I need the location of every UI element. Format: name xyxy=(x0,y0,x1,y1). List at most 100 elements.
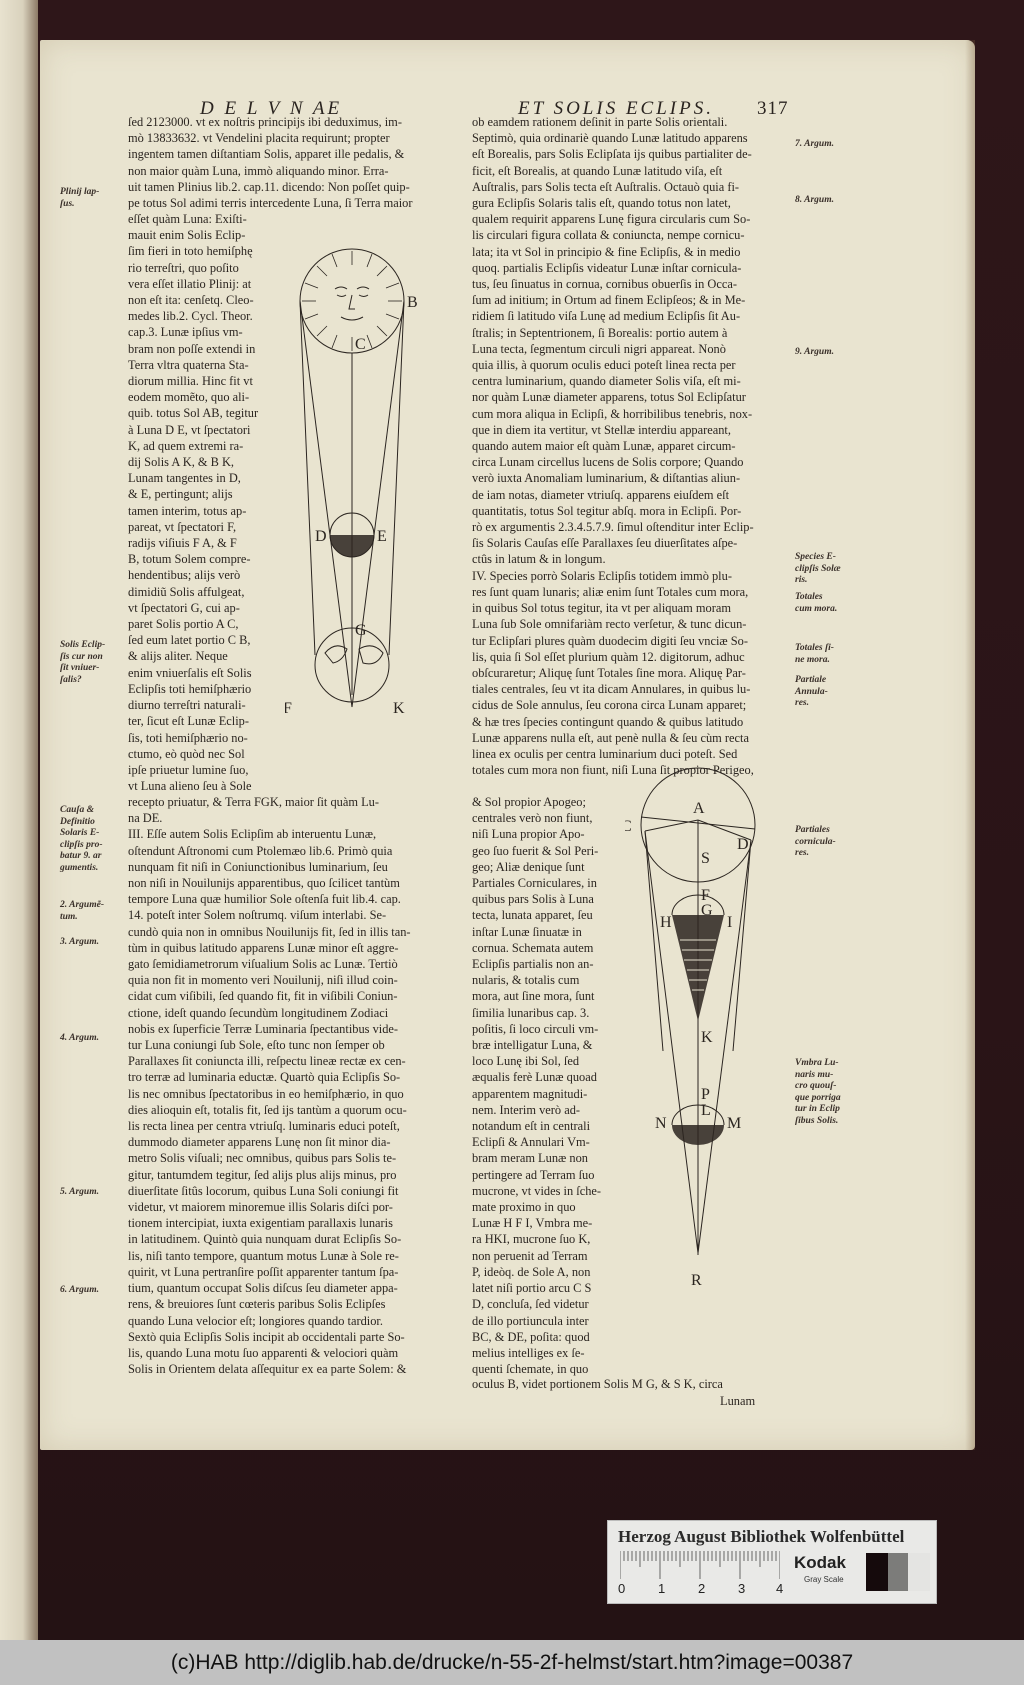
text-line: ficit, eſt Borealis, at quando Lunæ lati… xyxy=(472,163,723,178)
text-line: tempore Luna quæ humilior Sole oſtenſa f… xyxy=(128,892,401,907)
text-line: poſitis, ſi loco circuli vm- xyxy=(472,1021,599,1036)
text-line: 14. poteſt inter Solem noſtrumq. viſum i… xyxy=(128,908,387,923)
text-line: gura Eclipſis Solaris talis eſt, quando … xyxy=(472,196,731,211)
svg-text:P: P xyxy=(701,1086,710,1103)
text-line: & hæ tres ſpecies contingunt quando & qu… xyxy=(472,714,744,729)
kodak-logo: Kodak xyxy=(794,1553,846,1572)
svg-text:G: G xyxy=(355,622,367,639)
right-column-narrow-text: & Sol propior Apogeo;centrales verò non … xyxy=(472,794,622,1377)
text-line: D, concluſa, ſed videtur xyxy=(472,1297,589,1312)
text-line: ſimilia lunaribus cap. 3. xyxy=(472,1005,590,1020)
text-line: gitur, tantumdem tegitur, ſed alijs plus… xyxy=(128,1167,397,1182)
text-line: centrales verò non fiunt, xyxy=(472,811,593,826)
text-line: rio terreſtri, quo poſito xyxy=(128,260,239,275)
right-column-top-text: ob eamdem rationem deſinit in parte Soli… xyxy=(472,114,790,778)
text-line: uit tamen Plinius lib.2. cap.11. dicendo… xyxy=(128,179,410,194)
svg-text:F: F xyxy=(285,700,292,717)
text-line: tium, quantum occupat Solis diſcus ſeu d… xyxy=(128,1281,398,1296)
text-line: quenti ſchemate, in quo xyxy=(472,1362,589,1377)
text-line: ſim fieri in toto hemiſphę xyxy=(128,244,253,259)
text-line: lis, niſi tanto tempore, quantum motus L… xyxy=(128,1248,399,1263)
margin-note: 2. Argumẽ- tum. xyxy=(60,900,104,922)
text-line: Luna tecta, ſegmentum circuli nigri appa… xyxy=(472,341,726,356)
svg-text:C: C xyxy=(355,336,366,353)
svg-text:R: R xyxy=(691,1272,702,1289)
text-line: rò ex argumentis 2.3.4.5.7.9. ſimul oſte… xyxy=(472,520,754,535)
text-line: rens, & breuiores ſunt cœteris paribus S… xyxy=(128,1297,386,1312)
text-line: apparentem magnitudi- xyxy=(472,1086,588,1101)
text-line: IV. Species porrò Solaris Eclipſis totid… xyxy=(472,568,732,583)
margin-note: 9. Argum. xyxy=(795,347,834,357)
text-line: Lunæ apparens nulla eſt, aut penè nulla … xyxy=(472,730,749,745)
text-line: notandum eſt in centrali xyxy=(472,1119,591,1134)
page-number: 317 xyxy=(757,98,789,119)
ruler-scale xyxy=(620,1551,780,1579)
text-line: Solis in Orientem delata aſſequitur ex e… xyxy=(128,1362,407,1377)
margin-note: Totales cum mora. xyxy=(795,592,838,614)
margin-note: 3. Argum. xyxy=(60,937,99,947)
copyright-footer: (c)HAB http://diglib.hab.de/drucke/n-55-… xyxy=(0,1640,1024,1685)
margin-note: 7. Argum. xyxy=(795,139,834,149)
text-line: Auſtralis, pars Solis tecta eſt Auſtrali… xyxy=(472,179,740,194)
text-line: centra luminarium, quando diameter Solis… xyxy=(472,374,741,389)
text-line: quirit, vt Luna pertranſire poſſit appar… xyxy=(128,1264,399,1279)
text-line: quia non fit in momento veri Nouilunij, … xyxy=(128,973,398,988)
text-line: à Luna D E, vt ſpectatori xyxy=(128,422,251,437)
text-line: ſed 2123000. vt ex noſtris principijs ib… xyxy=(128,115,402,129)
text-line: dimidiũ Solis affulgeat, xyxy=(128,584,245,599)
left-column-narrow-text: eſſet quàm Luna: Exiſti-mauit enim Solis… xyxy=(128,211,288,794)
margin-note: Partiales cornicula- res. xyxy=(795,825,836,858)
text-line: vera eſſet illatio Plinij: at xyxy=(128,276,252,291)
text-line: cundò quia non in omnibus Nouilunijs fit… xyxy=(128,924,411,939)
svg-text:B: B xyxy=(407,294,418,311)
text-line: lata; ita vt Sol in principio & fine Ecl… xyxy=(472,244,741,259)
margin-note: 6. Argum. xyxy=(60,1285,99,1295)
text-line: Eclipſis toti hemiſphærio xyxy=(128,681,252,696)
text-line: dij Solis A K, & B K, xyxy=(128,455,235,470)
margin-note: 5. Argum. xyxy=(60,1187,99,1197)
text-line: nunquam fit niſi in Coniunctionibus lumi… xyxy=(128,859,388,874)
text-line: geo; Aliæ denique ſunt xyxy=(472,859,585,874)
annular-eclipse-diagram: B e C A D E S F G H I K P L N M R xyxy=(625,765,765,1295)
text-line: de illo portiuncula inter xyxy=(472,1313,589,1328)
swatch-white xyxy=(908,1553,930,1591)
text-line: non maior quàm Luna, immò aliquando mino… xyxy=(128,163,389,178)
text-line: eſſet quàm Luna: Exiſti- xyxy=(128,212,247,226)
text-line: vt ſpectatori G, cui ap- xyxy=(128,600,240,615)
text-line: Septimò, quia ordinariè quando Lunæ lati… xyxy=(472,131,748,146)
text-line: mò 13833632. vt Vendelini placita requir… xyxy=(128,131,390,146)
margin-note: Cauſa & Definitio Solaris E- clipſis pro… xyxy=(60,805,103,873)
text-line: res ſunt quam lunaris; aliæ enim ſunt To… xyxy=(472,584,749,599)
text-line: hendentibus; alijs verò xyxy=(128,568,241,583)
text-line: ſis, toti hemiſphærio no- xyxy=(128,730,248,745)
text-line: lis recta linea per centra vtriuſq. lumi… xyxy=(128,1119,400,1134)
adjacent-page-edge xyxy=(0,0,38,1640)
text-line: non eſt ita: cenſetq. Cleo- xyxy=(128,293,254,308)
gray-scale-label: Gray Scale xyxy=(804,1575,844,1584)
text-line: non niſi in Nouilunijs apparentibus, quo… xyxy=(128,876,400,891)
text-line: bram non poſſe extendi in xyxy=(128,341,256,356)
text-line: ſis Solaris Cauſas eſſe Parallaxes ſeu d… xyxy=(472,536,738,551)
text-line: latet niſi portio arcu C S xyxy=(472,1281,592,1296)
text-line: ſed eum latet portio C B, xyxy=(128,633,251,648)
text-line: bræ intelligatur Luna, & xyxy=(472,1038,593,1053)
text-line: tamen interim, totus ap- xyxy=(128,503,247,518)
svg-text:I: I xyxy=(727,914,732,931)
text-line: nor quàm Lunæ diameter apparens, totus S… xyxy=(472,390,746,405)
text-line: æqualis ferè Lunæ quoad xyxy=(472,1070,597,1085)
text-line: ctumo, eò quòd nec Sol xyxy=(128,746,245,761)
text-line: nularis, & totalis cum xyxy=(472,973,580,988)
svg-text:E: E xyxy=(377,528,387,545)
text-line: pertingere ad Terram ſuo xyxy=(472,1167,595,1182)
margin-note: 4. Argum. xyxy=(60,1033,99,1043)
left-column-top-text: ſed 2123000. vt ex noſtris principijs ib… xyxy=(128,114,448,211)
text-line: B, totum Solem compre- xyxy=(128,552,251,567)
text-line: bram meram Lunæ non xyxy=(472,1151,588,1166)
text-line: inſtar Lunæ ſinuatæ in xyxy=(472,924,582,939)
running-head-left: D E L V N AE xyxy=(200,98,343,119)
text-line: BC, & DE, poſita: quod xyxy=(472,1329,590,1344)
text-line: niſi Luna propior Apo- xyxy=(472,827,585,842)
margin-note: Partiale Annula- res. xyxy=(795,675,828,708)
text-line: quia illis, à quorum oculis educi poteſt… xyxy=(472,358,736,373)
text-line: linea ex oculis per centra luminarium du… xyxy=(472,746,738,761)
